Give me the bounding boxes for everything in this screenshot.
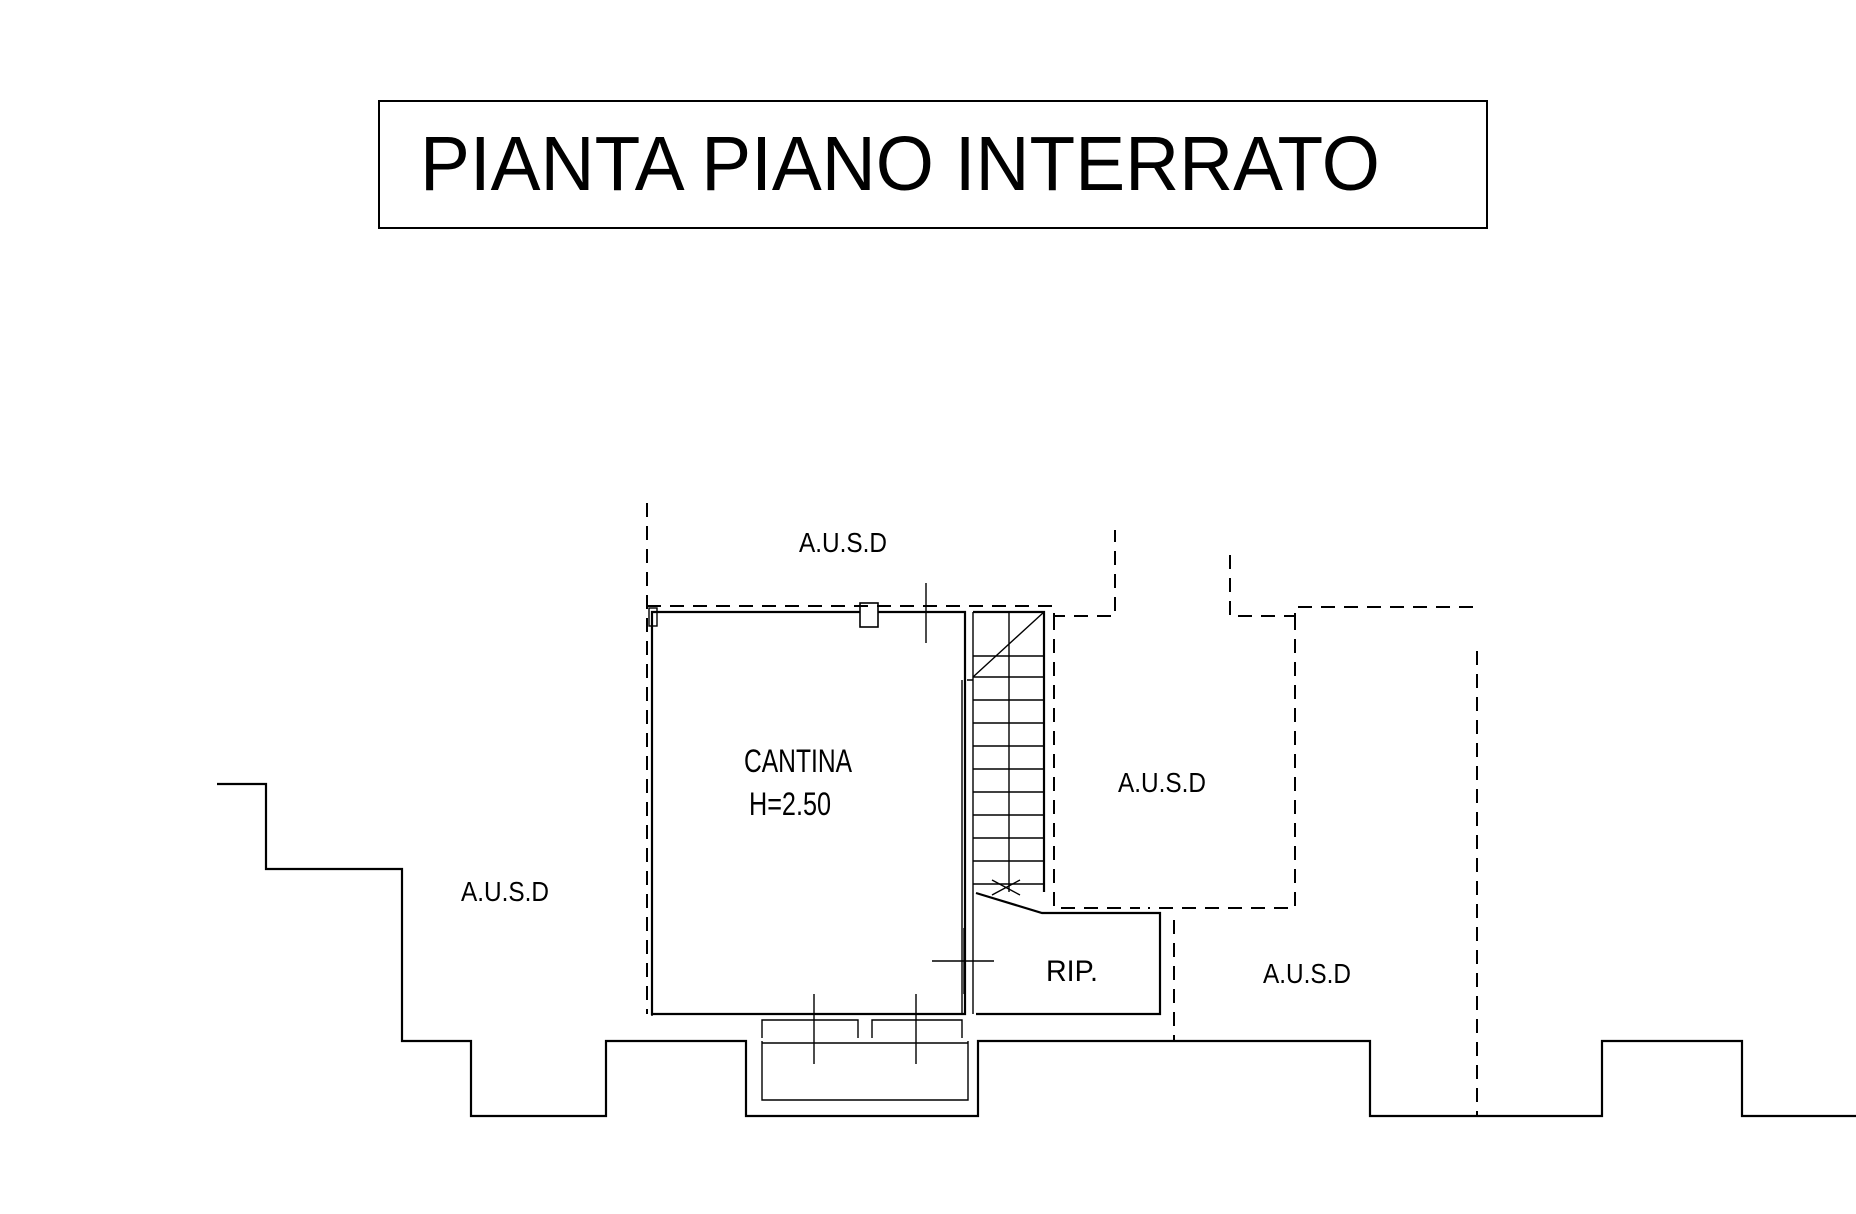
staircase [967,610,1046,1014]
room-labels: A.U.S.D CANTINA H=2.50 A.U.S.D A.U.S.D R… [461,527,1351,989]
light-well [761,994,969,1101]
title-block: PIANTA PIANO INTERRATO [378,100,1488,229]
area-label-top: A.U.S.D [799,527,887,558]
rip-room [975,891,1162,1016]
cantina-height-label: H=2.50 [749,786,831,822]
column-marker [859,602,879,628]
ground-profile [217,782,1856,1118]
area-boundaries [646,503,1478,1116]
area-label-left: A.U.S.D [461,876,549,907]
drawing-title: PIANTA PIANO INTERRATO [420,121,1380,207]
rip-label: RIP. [1046,955,1098,988]
area-label-bottom-right: A.U.S.D [1263,958,1351,989]
area-label-center-right: A.U.S.D [1118,767,1206,798]
title-frame [378,100,1488,229]
cantina-label: CANTINA [744,743,853,779]
cantina-room [648,583,994,1016]
